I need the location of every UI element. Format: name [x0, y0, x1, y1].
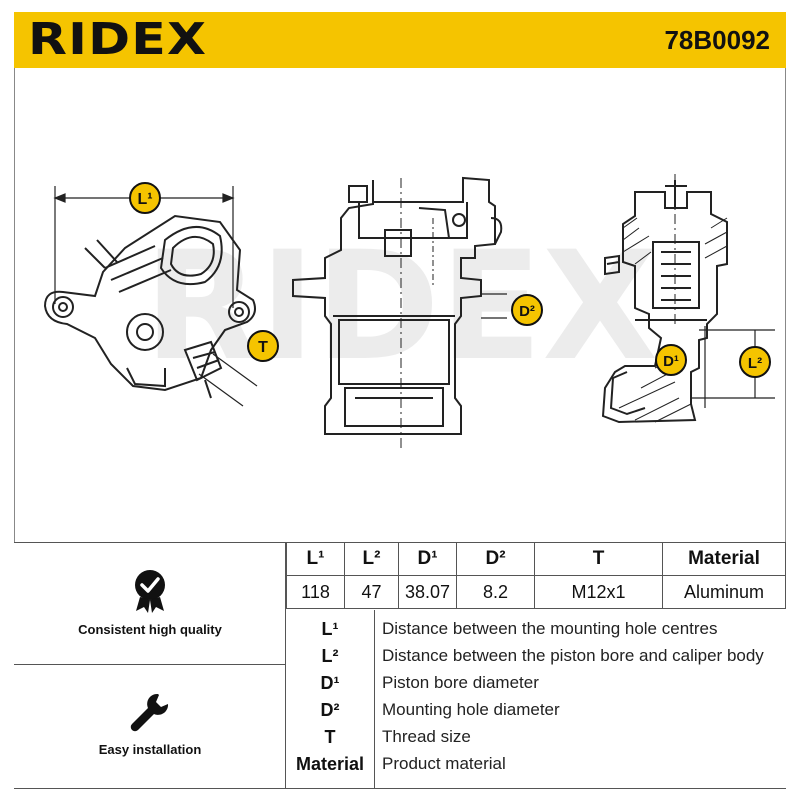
feature-badges: Consistent high quality Easy installatio…: [14, 542, 286, 788]
badge-installation: Easy installation: [14, 690, 286, 757]
info-panel: Consistent high quality Easy installatio…: [14, 542, 786, 788]
legend-desc: Mounting hole diameter: [382, 700, 560, 719]
callout-l1: L¹: [129, 182, 161, 214]
spec-value-material: Aluminum: [662, 575, 786, 609]
d2-dimension: [481, 293, 507, 319]
legend-key: D¹: [320, 673, 340, 693]
wrench-icon: [130, 693, 169, 732]
dimension-legend: L¹ Distance between the mounting hole ce…: [286, 610, 786, 788]
legend-row: D¹ Piston bore diameter: [286, 670, 786, 696]
spec-header-d2: D²: [456, 542, 535, 576]
legend-key: L²: [321, 646, 339, 666]
legend-row: L² Distance between the piston bore and …: [286, 643, 786, 669]
badge-quality-label: Consistent high quality: [78, 622, 222, 637]
badge-divider: [14, 664, 286, 665]
bottom-border: [14, 788, 786, 789]
legend-desc: Thread size: [382, 727, 471, 746]
t-dimension: [198, 353, 258, 407]
spec-header-d1: D¹: [398, 542, 457, 576]
legend-desc: Product material: [382, 754, 506, 773]
legend-key: T: [324, 727, 336, 747]
legend-row: Material Product material: [286, 751, 786, 777]
svg-text:D²: D²: [519, 303, 535, 320]
spec-value-l2: 47: [344, 575, 399, 609]
legend-row: L¹ Distance between the mounting hole ce…: [286, 616, 786, 642]
ridex-logo: RIDEX: [28, 14, 208, 65]
callout-t: T: [247, 330, 279, 362]
spec-value-t: M12x1: [534, 575, 663, 609]
spec-value-d1: 38.07: [398, 575, 457, 609]
spec-value-d2: 8.2: [456, 575, 535, 609]
svg-text:L²: L²: [748, 355, 762, 372]
legend-row: D² Mounting hole diameter: [286, 697, 786, 723]
spec-value-l1: 118: [286, 575, 345, 609]
legend-desc: Piston bore diameter: [382, 673, 539, 692]
spec-table: L¹ L² D¹ D² T Material 118 47 38.07 8.2 …: [286, 542, 786, 609]
svg-text:T: T: [258, 339, 268, 356]
technical-drawing: RIDEX: [14, 68, 786, 542]
spec-header-l1: L¹: [286, 542, 345, 576]
svg-text:D¹: D¹: [663, 353, 679, 370]
caliper-side-view: [43, 214, 256, 399]
callout-l2: L²: [739, 346, 771, 378]
badge-quality: Consistent high quality: [14, 568, 286, 637]
quality-badge-icon: [135, 570, 165, 613]
caliper-drawing-svg: RIDEX: [43, 174, 775, 448]
callout-d1: D¹: [655, 344, 687, 376]
legend-desc: Distance between the piston bore and cal…: [382, 646, 764, 665]
svg-text:L¹: L¹: [137, 191, 152, 208]
legend-key: D²: [320, 700, 340, 720]
spec-header-row: L¹ L² D¹ D² T Material: [286, 542, 786, 576]
spec-header-l2: L²: [344, 542, 399, 576]
legend-divider: [374, 610, 375, 788]
legend-key: Material: [295, 754, 365, 774]
spec-header-t: T: [534, 542, 663, 576]
legend-row: T Thread size: [286, 724, 786, 750]
spec-header-material: Material: [662, 542, 786, 576]
header-bar: RIDEX 78B0092: [14, 12, 786, 68]
legend-desc: Distance between the mounting hole centr…: [382, 619, 718, 638]
callout-d2: D²: [511, 294, 543, 326]
caliper-front-view: [292, 176, 503, 448]
badge-installation-label: Easy installation: [98, 742, 202, 757]
part-number: 78B0092: [664, 24, 770, 55]
spec-value-row: 118 47 38.07 8.2 M12x1 Aluminum: [286, 575, 786, 609]
legend-key: L¹: [321, 619, 339, 639]
